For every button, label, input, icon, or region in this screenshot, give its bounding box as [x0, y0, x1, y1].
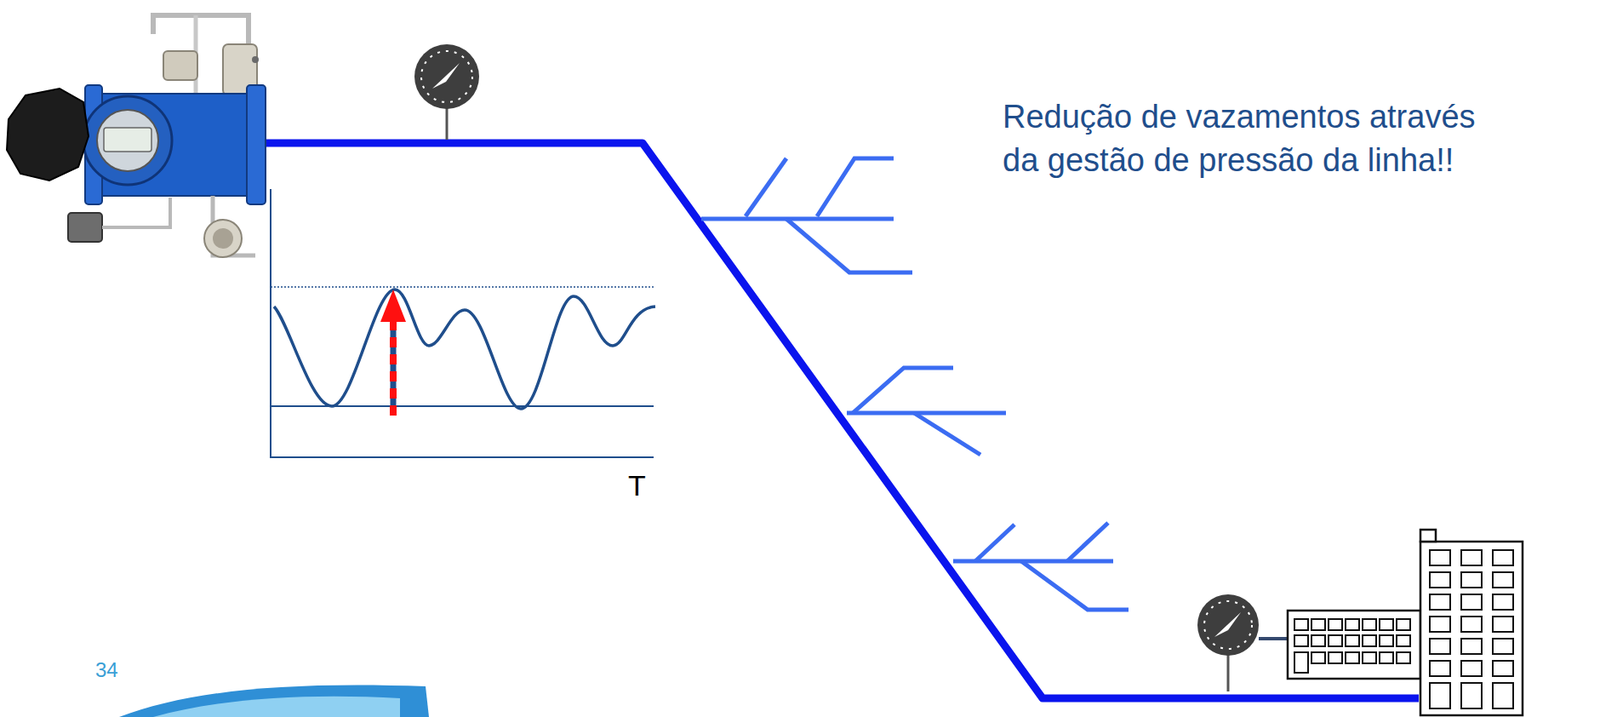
logo-swoosh	[119, 685, 429, 717]
pressure-reducing-valve	[6, 15, 266, 258]
main-pipe	[259, 142, 1419, 698]
pressure-chart	[270, 188, 656, 458]
branch-pipes	[701, 158, 1129, 610]
slide-number: 34	[95, 658, 119, 681]
headline-note: Redução de vazamentos através da gestão …	[1002, 95, 1501, 183]
pressure-gauge	[414, 44, 480, 140]
pressure-gauge	[1197, 594, 1288, 692]
buildings	[1287, 529, 1523, 715]
axis-label: T	[628, 469, 646, 502]
